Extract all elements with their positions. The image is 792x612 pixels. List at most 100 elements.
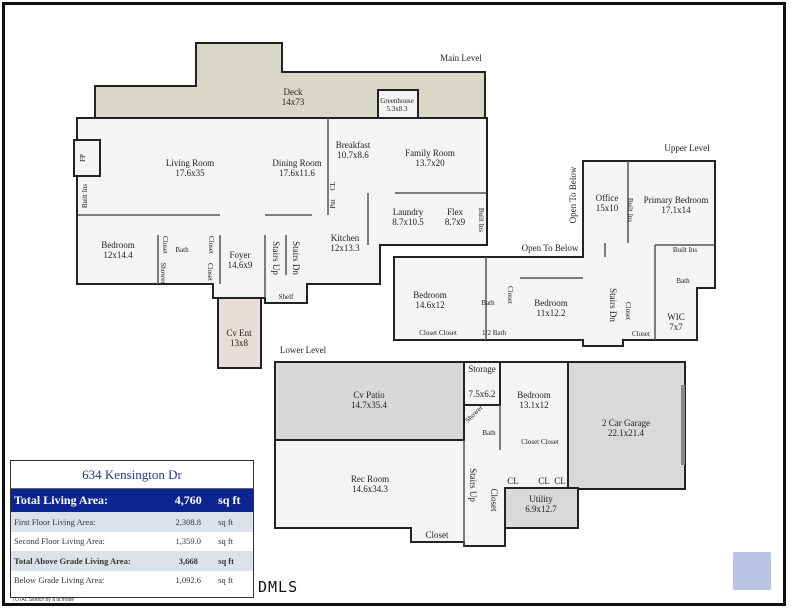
row-unit: sq ft [218, 555, 234, 566]
fireplace [73, 139, 101, 177]
room-label: Closet Closet [419, 329, 457, 337]
room-name: Bath [175, 246, 189, 254]
room-dimensions: 14.7x35.4 [351, 400, 387, 410]
room-name: Laundry [392, 207, 424, 217]
room-name: Cv Ent [226, 328, 252, 338]
room-name: Closet [161, 236, 169, 254]
room-name: 1/2 Bath [482, 329, 506, 337]
room-label: Closet [506, 286, 514, 304]
room-name: Flex [446, 207, 463, 217]
room-label: Built Ins [673, 246, 697, 254]
row-label: Total Living Area: [14, 493, 109, 507]
room-name: Breakfast [335, 140, 371, 150]
room-name: Built Ins [81, 183, 89, 209]
room-dimensions: 14.6x12 [415, 300, 445, 310]
room-label: Pnt [329, 199, 337, 208]
room-label: Stairs Up [271, 241, 281, 275]
room-name: Closet [632, 330, 650, 338]
room-label: Built Ins [477, 208, 485, 232]
row-unit: sq ft [218, 516, 234, 527]
room-dimensions: 13.1x12 [519, 400, 549, 410]
summary-row-below-grade: Below Grade Living Area: 1,092.6 sq ft [11, 571, 253, 591]
room-name: Family Room [405, 148, 455, 158]
room-name: Bedroom [101, 240, 135, 250]
row-value: 4,760 [174, 493, 202, 507]
room-name: WIC [667, 312, 685, 322]
room-dimensions: 10.7x8.6 [337, 150, 369, 160]
room-dimensions: 8.7x10.5 [392, 217, 424, 227]
room-dimensions: 17.6x35 [175, 168, 205, 178]
room-name: Open To Below [521, 243, 579, 253]
room-name: Bath [481, 299, 495, 307]
room-label: Shelf [279, 293, 294, 301]
room-name: Pnt [329, 199, 337, 209]
room-dimensions: 5.3x8.3 [386, 105, 408, 113]
room-dimensions: 11x12.2 [536, 308, 566, 318]
room-label: Closet [206, 263, 214, 281]
room-name: Closet [206, 263, 214, 281]
room-name: CL [538, 476, 550, 486]
row-value: 3,668 [178, 555, 198, 566]
summary-row-above-grade: Total Above Grade Living Area: 3,668 sq … [11, 551, 253, 571]
room-dimensions: 14.6x34.3 [352, 484, 388, 494]
room-label: Closet [425, 530, 448, 540]
room-label: Built Ins [81, 184, 89, 208]
room-dimensions: 6.9x12.7 [525, 504, 557, 514]
room-label: Open To Below [568, 167, 578, 224]
room-name: Greenhouse [380, 97, 414, 105]
room-dimensions: 17.1x14 [661, 205, 691, 215]
room-name: Closet [207, 236, 215, 254]
room-dimensions: 17.6x11.6 [279, 168, 315, 178]
room-name: Closet [624, 302, 632, 320]
room-dimensions: 12x13.3 [330, 243, 360, 253]
room-name: Shelf [278, 293, 294, 301]
room-name: Stairs Up [468, 468, 478, 502]
room-dimensions: 8.7x9 [444, 217, 466, 227]
row-value: 1,092.6 [175, 575, 202, 586]
room-label: CL [329, 182, 337, 191]
room-name: Stairs Dn [291, 241, 301, 275]
room-label: Closet [161, 236, 169, 254]
room-name: Office [595, 193, 619, 203]
row-unit: sq ft [218, 536, 234, 547]
room-label: CL [538, 476, 550, 486]
room-name: Stairs Up [271, 241, 281, 275]
room-label: Stairs Dn [608, 288, 618, 322]
room-label: CL [554, 476, 566, 486]
image-frame [2, 2, 786, 606]
room-name: Stairs Dn [608, 288, 618, 322]
area-summary-table: 634 Kensington Dr Total Living Area: 4,7… [10, 460, 254, 598]
room-label: Stairs Up [468, 468, 478, 502]
room-dimensions: 7x7 [669, 322, 683, 332]
row-unit: sq ft [218, 493, 241, 507]
room-dimensions: 14x73 [281, 97, 305, 107]
room-name: Bath [482, 429, 496, 437]
room-label: Closet [207, 236, 215, 254]
room-name: Built Ins [477, 207, 485, 233]
summary-row-first-floor: First Floor Living Area: 2,308.8 sq ft [11, 512, 253, 532]
room-name: Foyer [229, 250, 251, 260]
main-level-title: Main Level [440, 53, 482, 63]
room-name: Shower [159, 262, 167, 284]
room-dimensions: 13x8 [229, 338, 248, 348]
row-label: Total Above Grade Living Area: [14, 555, 131, 566]
summary-row-total: Total Living Area: 4,760 sq ft [11, 489, 253, 512]
room-name: CL [507, 476, 519, 486]
lower-level-title: Lower Level [279, 345, 327, 355]
row-unit: sq ft [218, 575, 234, 586]
room-label: Closet [632, 330, 650, 338]
room-name: Cv Patio [353, 390, 385, 400]
